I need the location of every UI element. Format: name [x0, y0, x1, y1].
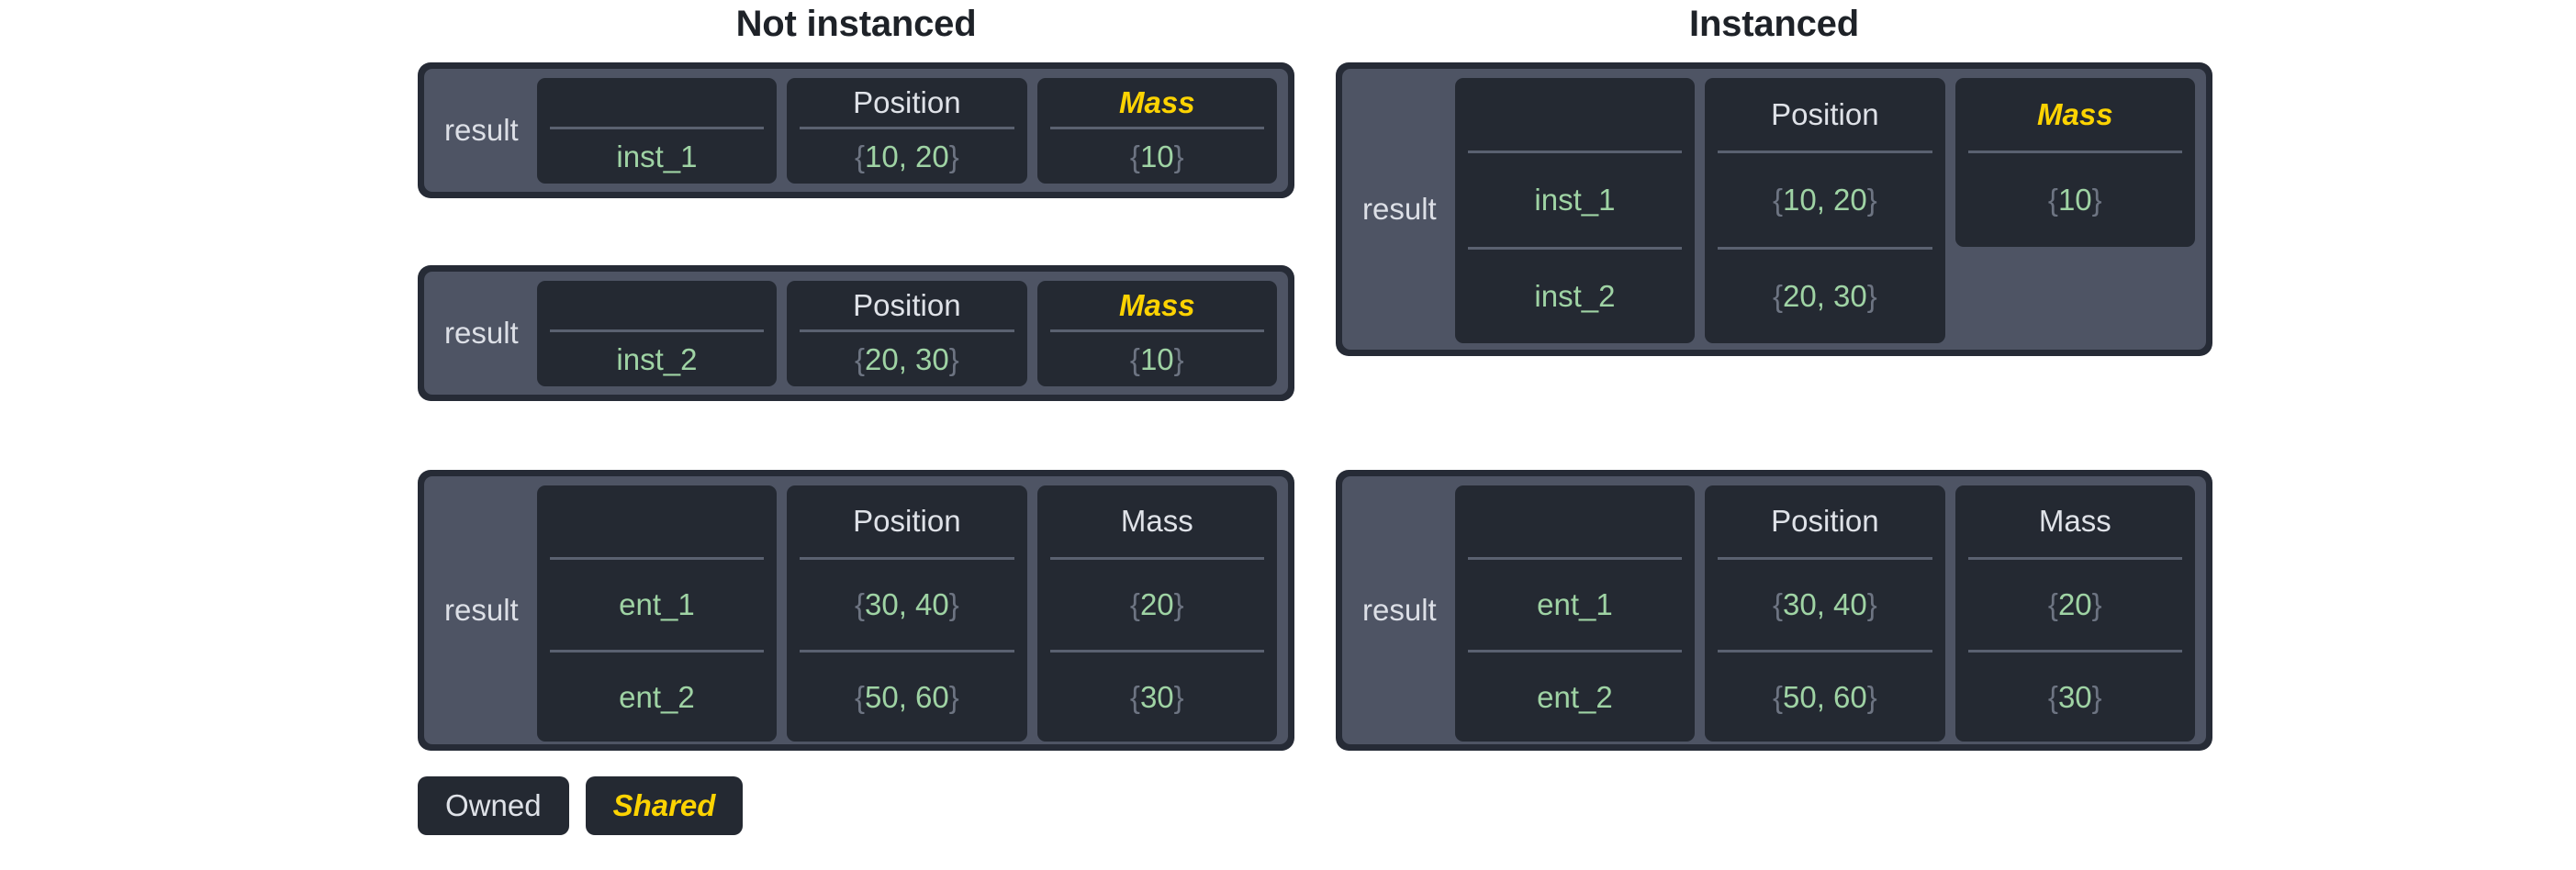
column-card-position: Position {30, 40} {50, 60}	[787, 485, 1027, 742]
column-card-position: Position {10, 20}	[787, 78, 1027, 184]
column-group: ent_1 ent_2 Position {30, 40} {50, 60} M…	[536, 485, 1278, 742]
column-header-name	[1468, 78, 1682, 151]
column-card-mass: Mass {10}	[1954, 78, 2196, 247]
column-header-mass: Mass	[1120, 504, 1193, 538]
table-block-instanced-2: result ent_1 ent_2 Position {30, 40} {50…	[1336, 470, 2212, 751]
cell-position-inst-1: {10, 20}	[1718, 151, 1932, 247]
cell-name-inst-2: inst_2	[1467, 247, 1683, 343]
column-card-name: inst_1	[536, 78, 778, 184]
column-header-mass: Mass	[2037, 96, 2113, 131]
cell-position-inst-2: {20, 30}	[1718, 247, 1932, 343]
cell-position-ent-2: {50, 60}	[1718, 650, 1932, 742]
cell-position-ent-1: {30, 40}	[800, 557, 1014, 650]
table-block-not-instanced-1: result inst_1 Position {10, 20} Mass {10…	[418, 62, 1294, 198]
column-group: inst_1 inst_2 Position {10, 20} {20, 30}…	[1454, 78, 2196, 343]
cell-name-inst-1: inst_1	[549, 127, 765, 184]
result-label: result	[444, 316, 519, 350]
result-label: result	[444, 113, 519, 147]
column-header-position: Position	[853, 84, 961, 119]
column-group: ent_1 ent_2 Position {30, 40} {50, 60} M…	[1454, 485, 2196, 742]
table-block-not-instanced-3: result ent_1 ent_2 Position {30, 40} {50…	[418, 470, 1294, 751]
cell-name-inst-1: inst_1	[1467, 151, 1683, 247]
column-heading-instanced: Instanced	[1689, 4, 1859, 44]
cell-mass-ent-2: {30}	[1049, 650, 1265, 742]
column-header-mass: Mass	[2038, 504, 2111, 538]
column-card-position: Position {10, 20} {20, 30}	[1705, 78, 1945, 343]
column-header-name	[1468, 485, 1682, 557]
cell-position-inst-1: {10, 20}	[800, 127, 1014, 184]
column-header-position: Position	[1771, 96, 1879, 131]
result-label: result	[1362, 192, 1437, 226]
column-header-position: Position	[853, 504, 961, 538]
cell-name-inst-2: inst_2	[549, 329, 765, 386]
column-group: inst_1 Position {10, 20} Mass {10}	[536, 78, 1278, 184]
column-header-name	[550, 78, 764, 127]
column-heading-not-instanced: Not instanced	[735, 4, 977, 44]
column-header-name	[550, 281, 764, 329]
cell-mass-ent-2: {30}	[1967, 650, 2183, 742]
column-card-name: inst_2	[536, 281, 778, 386]
cell-name-ent-1: ent_1	[1467, 557, 1683, 650]
column-header-name	[550, 485, 764, 557]
column-header-mass: Mass	[1119, 84, 1195, 119]
result-label: result	[1362, 593, 1437, 627]
table-block-not-instanced-2: result inst_2 Position {20, 30} Mass {10…	[418, 265, 1294, 401]
cell-name-ent-2: ent_2	[549, 650, 765, 742]
cell-mass-inst-2: {10}	[1049, 329, 1265, 386]
cell-mass-shared: {10}	[1967, 151, 2183, 247]
column-card-mass: Mass {10}	[1036, 281, 1278, 386]
column-header-position: Position	[1771, 504, 1879, 538]
table-block-instanced-1: result inst_1 inst_2 Position {10, 20} {…	[1336, 62, 2212, 356]
column-card-name: ent_1 ent_2	[536, 485, 778, 742]
cell-mass-ent-1: {20}	[1049, 557, 1265, 650]
column-card-mass: Mass {20} {30}	[1036, 485, 1278, 742]
column-header-mass: Mass	[1119, 287, 1195, 322]
cell-mass-inst-1: {10}	[1049, 127, 1265, 184]
column-card-mass: Mass {20} {30}	[1954, 485, 2196, 742]
column-card-name: inst_1 inst_2	[1454, 78, 1696, 343]
cell-name-ent-2: ent_2	[1467, 650, 1683, 742]
cell-position-inst-2: {20, 30}	[800, 329, 1014, 386]
legend: Owned Shared	[418, 776, 744, 835]
result-label: result	[444, 593, 519, 627]
cell-mass-ent-1: {20}	[1967, 557, 2183, 650]
column-card-mass: Mass {10}	[1036, 78, 1278, 184]
legend-chip-owned: Owned	[418, 776, 569, 835]
column-card-position: Position {30, 40} {50, 60}	[1705, 485, 1945, 742]
legend-chip-shared: Shared	[585, 776, 744, 835]
column-header-position: Position	[853, 287, 961, 322]
cell-name-ent-1: ent_1	[549, 557, 765, 650]
cell-position-ent-2: {50, 60}	[800, 650, 1014, 742]
cell-position-ent-1: {30, 40}	[1718, 557, 1932, 650]
column-group: inst_2 Position {20, 30} Mass {10}	[536, 281, 1278, 386]
column-card-position: Position {20, 30}	[787, 281, 1027, 386]
column-card-name: ent_1 ent_2	[1454, 485, 1696, 742]
